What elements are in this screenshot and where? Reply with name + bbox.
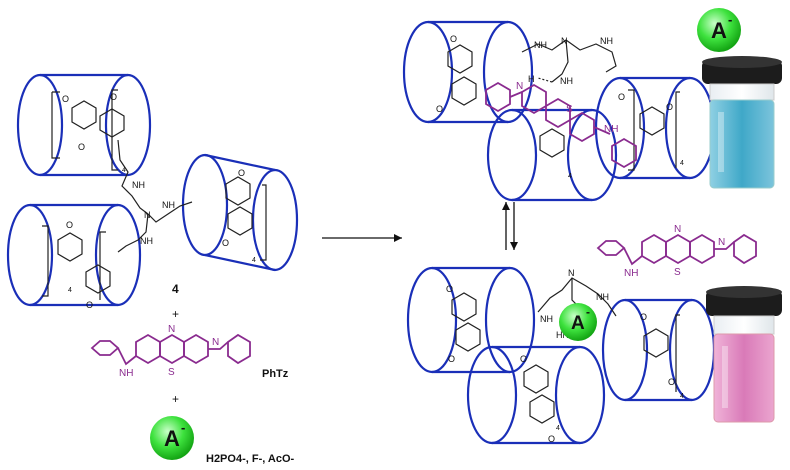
amide-nh-label: NH: [560, 76, 573, 86]
anion-ball-left: A -: [150, 416, 194, 460]
imine-n-label: N: [516, 81, 523, 92]
anion-list: H2PO4-, F-, AcO-: [206, 453, 295, 465]
hbond-h-label: H: [528, 74, 535, 84]
linker-bound: NH N NH H NH: [521, 36, 617, 86]
pillararene-cage-6: 4: [486, 108, 618, 202]
amide-nh-label: NH: [534, 40, 547, 50]
plus-sign: +: [172, 392, 179, 406]
unit-count-label: 4: [680, 393, 684, 400]
compound-label: 4: [172, 282, 179, 296]
vial-pink: [706, 286, 782, 423]
tris-amide-linker: NH N NH NH: [117, 139, 193, 253]
methoxy-label: O: [436, 104, 443, 114]
anion-symbol: A: [164, 426, 180, 451]
amide-nh-label: NH: [540, 314, 553, 324]
methoxy-label: O: [238, 168, 245, 178]
phtz-dye-left: NH N S N: [90, 324, 251, 379]
anion-symbol: A: [571, 313, 585, 334]
methoxy-label: O: [86, 300, 93, 310]
pillararene-cage-3: O O 4: [181, 153, 299, 272]
pillararene-cage-1: O O O 4: [16, 73, 152, 177]
amide-nh-label: NH: [600, 36, 613, 46]
pillararene-cage-8: O O 4: [601, 298, 716, 402]
ring-n-label: N: [168, 324, 175, 335]
central-n-label: N: [561, 36, 568, 46]
unit-count-label: 4: [122, 167, 126, 174]
reaction-arrow: [322, 234, 402, 242]
methoxy-label: O: [450, 34, 457, 44]
methoxy-label: O: [668, 377, 675, 387]
pillararene-cage-7: O O: [406, 266, 536, 374]
complex-with-anion: O O O O 4 O O 4 NH: [406, 266, 716, 445]
anion-ball-bound: A -: [559, 303, 597, 341]
methoxy-label: O: [62, 94, 69, 104]
unit-count-label: 4: [568, 173, 572, 180]
nh-atom-label: NH: [624, 268, 638, 279]
anion-charge: -: [181, 420, 185, 435]
amide-nh-label: NH: [596, 292, 609, 302]
phtz-label: PhTz: [262, 368, 289, 380]
methoxy-label: O: [222, 238, 229, 248]
nh-atom-label: NH: [119, 368, 133, 379]
amide-nh-label: NH: [140, 236, 153, 246]
plus-sign: +: [172, 307, 179, 321]
methoxy-label: O: [448, 354, 455, 364]
anion-charge: -: [728, 12, 732, 27]
phtz-dye-free: NH N S N: [596, 224, 757, 279]
methoxy-label: O: [446, 284, 453, 294]
sulfur-label: S: [674, 267, 681, 278]
imine-n-label: N: [718, 237, 725, 248]
anion-ball-top: A -: [697, 8, 741, 52]
unit-count-label: 4: [680, 160, 684, 167]
methoxy-label: O: [666, 102, 673, 112]
pillararene-cage-9: O O 4: [466, 345, 606, 445]
methoxy-label: O: [520, 354, 527, 364]
receptor-4: O O O 4 O O 4 O O: [6, 73, 299, 310]
methoxy-label: O: [548, 434, 555, 444]
sulfur-label: S: [168, 367, 175, 378]
equilibrium-arrows: [502, 202, 518, 250]
nh-atom-label: NH: [604, 124, 618, 135]
anion-symbol: A: [711, 18, 727, 43]
phtz-dye-threaded: N S NH: [485, 81, 637, 169]
methoxy-label: O: [640, 312, 647, 322]
hn-label: HN: [556, 330, 569, 340]
methoxy-label: O: [66, 220, 73, 230]
pillararene-cage-2: O O 4: [6, 203, 142, 310]
methoxy-label: O: [618, 92, 625, 102]
anion-charge: -: [586, 305, 590, 319]
unit-count-label: 4: [252, 257, 256, 264]
complex-with-phtz: O O O O 4 4 NH N NH: [402, 20, 716, 202]
methoxy-label: O: [110, 92, 117, 102]
amide-nh-label: NH: [162, 200, 175, 210]
central-n-label: N: [144, 210, 151, 220]
central-n-label: N: [568, 268, 575, 278]
pillararene-cage-4: O O: [402, 20, 534, 124]
unit-count-label: 4: [556, 425, 560, 432]
sulfur-label: S: [566, 104, 573, 115]
amide-nh-label: NH: [132, 180, 145, 190]
methoxy-label: O: [78, 142, 85, 152]
imine-n-label: N: [212, 337, 219, 348]
vial-blue: [702, 56, 782, 189]
unit-count-label: 4: [68, 287, 72, 294]
ring-n-label: N: [674, 224, 681, 235]
